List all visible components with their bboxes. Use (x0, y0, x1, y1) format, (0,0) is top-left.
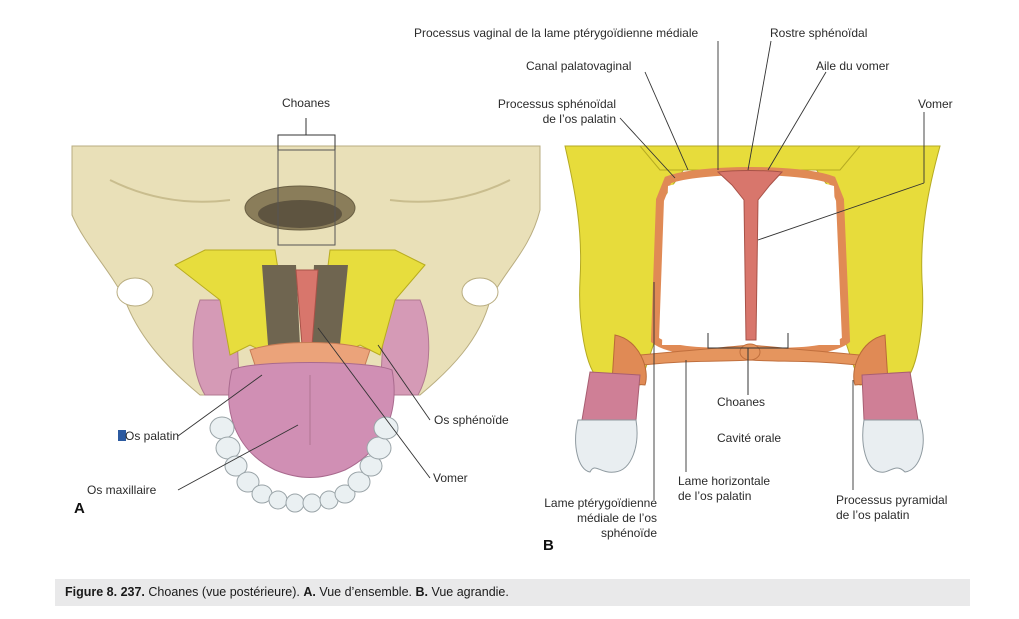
text-cursor-selection (118, 430, 126, 441)
label-lame-pterygoidienne: Lame ptérygoïdienne médiale de l’os sphé… (510, 496, 657, 541)
label-os-maxillaire: Os maxillaire (87, 483, 157, 497)
vomer-b (716, 170, 784, 341)
label-processus-sphenoidal-line1: Processus sphénoïdal (497, 97, 616, 111)
label-processus-vaginal: Processus vaginal de la lame ptérygoïdie… (414, 26, 699, 40)
hard-palate (228, 362, 395, 478)
panel-b-illustration (564, 40, 941, 500)
caption-text-2: Vue d’ensemble. (319, 585, 412, 599)
panel-letter-a: A (74, 500, 85, 517)
label-cavite-orale: Cavité orale (717, 431, 782, 445)
caption-text-3: Vue agrandie. (431, 585, 509, 599)
label-processus-pyramidal: Processus pyramidal de l’os palatin (836, 493, 947, 523)
figure-caption: Figure 8. 237. Choanes (vue postérieure)… (55, 579, 970, 606)
caption-text-1: Choanes (vue postérieure). (148, 585, 300, 599)
label-vomer-b: Vomer (918, 97, 953, 111)
label-lame-horizontale: Lame horizontale de l’os palatin (678, 474, 770, 504)
label-os-palatin: Os palatin (118, 429, 179, 444)
label-lame-horizontale-line1: Lame horizontale (678, 474, 771, 488)
label-processus-pyramidal-line2: de l’os palatin (836, 508, 910, 522)
label-lame-horizontale-line2: de l’os palatin (678, 489, 752, 503)
label-choanes-b: Choanes (717, 395, 766, 409)
molar-right (862, 419, 924, 473)
label-rostre: Rostre sphénoïdal (770, 26, 868, 40)
label-processus-pyramidal-line1: Processus pyramidal (836, 493, 948, 507)
molar-left (575, 419, 638, 473)
label-choanes-a: Choanes (281, 96, 331, 110)
caption-b: B. (415, 585, 428, 599)
panel-letter-b: B (543, 537, 554, 554)
label-lame-pterygoidienne-line2: médiale de l’os (576, 511, 657, 525)
panel-a-illustration (71, 118, 541, 513)
label-lame-pterygoidienne-line1: Lame ptérygoïdienne (544, 496, 657, 510)
caption-a: A. (303, 585, 316, 599)
label-processus-sphenoidal-line2: de l’os palatin (542, 112, 616, 126)
label-os-sphenoide: Os sphénoïde (434, 413, 509, 427)
label-os-palatin-text: Os palatin (125, 429, 180, 443)
label-aile-vomer: Aile du vomer (816, 59, 890, 73)
label-vomer-a: Vomer (433, 471, 468, 485)
label-lame-pterygoidienne-line3: sphénoïde (600, 526, 657, 540)
caption-figure-number: Figure 8. 237. (65, 585, 145, 599)
label-canal-palatovaginal: Canal palatovaginal (526, 59, 632, 73)
label-processus-sphenoidal: Processus sphénoïdal de l’os palatin (470, 97, 616, 127)
